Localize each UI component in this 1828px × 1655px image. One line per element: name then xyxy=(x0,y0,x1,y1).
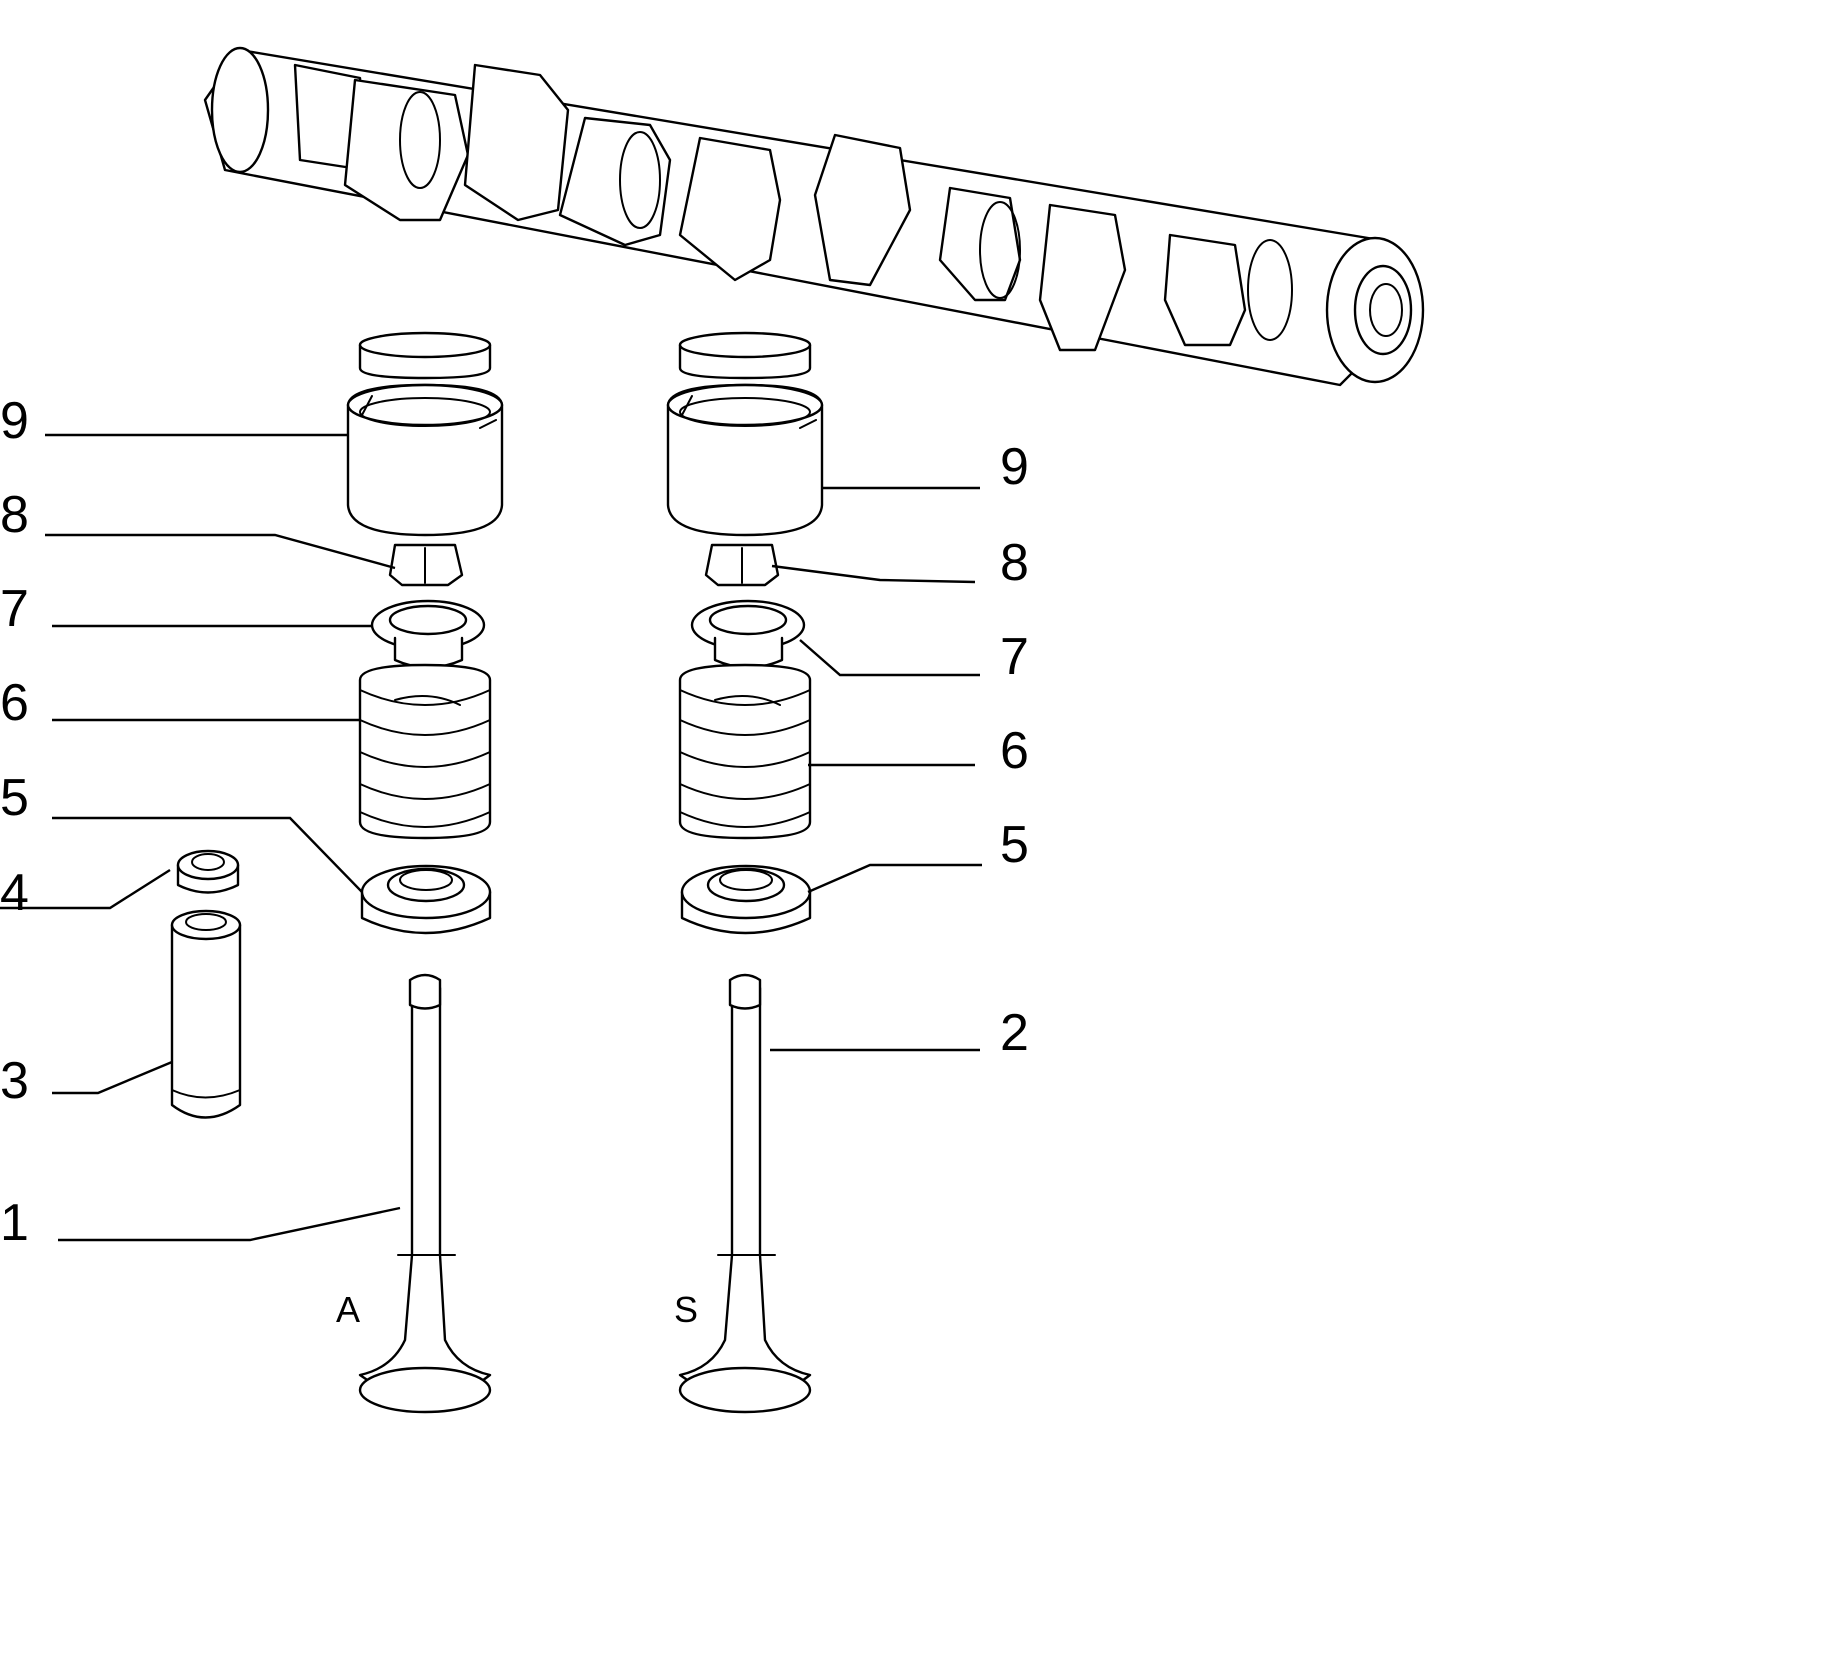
callouts-right: 9 8 7 6 5 2 xyxy=(1000,438,1029,1062)
callout-right-8: 8 xyxy=(1000,534,1029,592)
callout-left-6: 6 xyxy=(0,674,29,732)
callout-right-7: 7 xyxy=(1000,628,1029,686)
callout-right-5: 5 xyxy=(1000,816,1029,874)
left-valve xyxy=(358,973,492,1414)
left-lower-spring-seat xyxy=(360,864,492,935)
left-valve-spring xyxy=(358,663,492,840)
right-valve-collets xyxy=(704,543,780,587)
right-tappet xyxy=(666,331,824,537)
leader-lines xyxy=(0,433,982,1242)
callout-right-6: 6 xyxy=(1000,722,1029,780)
left-valve-guide xyxy=(170,909,242,1119)
callout-right-2: 2 xyxy=(1000,1004,1029,1062)
callout-left-9: 9 xyxy=(0,392,29,450)
callout-left-4: 4 xyxy=(0,864,29,922)
valve-label-left: A xyxy=(336,1289,360,1330)
callout-left-7: 7 xyxy=(0,580,29,638)
left-valve-stem-seal xyxy=(176,849,240,894)
left-valve-collets xyxy=(388,543,464,587)
left-upper-spring-seat xyxy=(370,599,486,669)
right-valve-spring xyxy=(678,663,812,840)
right-valve xyxy=(678,973,812,1414)
callout-left-3: 3 xyxy=(0,1052,29,1110)
right-upper-spring-seat xyxy=(690,599,806,669)
valve-label-right: S xyxy=(674,1289,698,1330)
callouts-left: 9 8 7 6 5 4 3 1 xyxy=(0,392,29,1252)
left-tappet xyxy=(346,331,504,537)
callout-left-1: 1 xyxy=(0,1194,29,1252)
callout-left-8: 8 xyxy=(0,486,29,544)
callout-left-5: 5 xyxy=(0,769,29,827)
camshaft xyxy=(203,46,1425,387)
right-lower-spring-seat xyxy=(680,864,812,935)
callout-right-9: 9 xyxy=(1000,438,1029,496)
